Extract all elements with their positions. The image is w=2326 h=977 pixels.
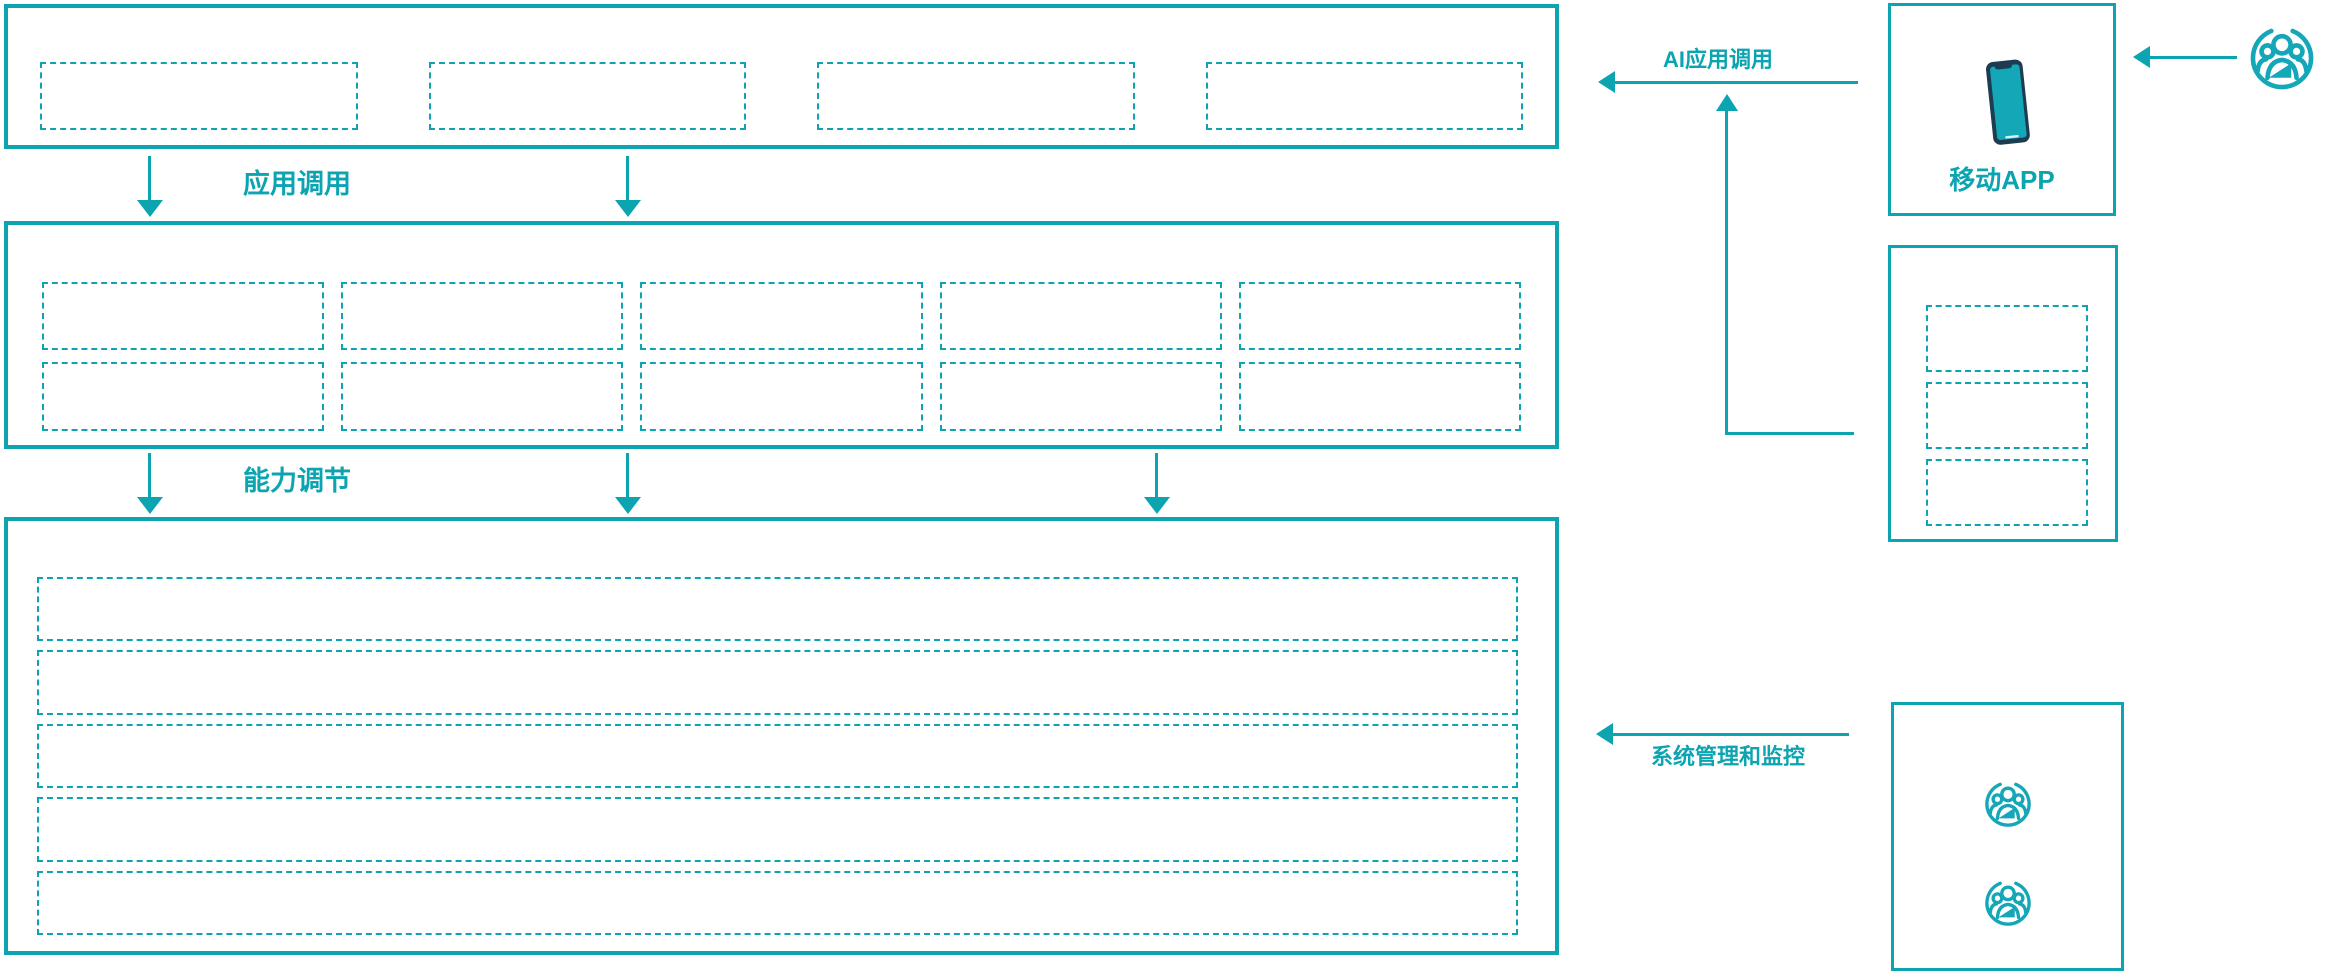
placeholder-box (1926, 459, 2088, 526)
placeholder-box (40, 62, 358, 130)
user-arrowhead (2133, 46, 2150, 68)
placeholder-box (37, 723, 1518, 789)
placeholder-box (640, 282, 923, 350)
ai-app-call-arrowhead (1598, 71, 1615, 93)
placeholder-box (1238, 282, 1522, 350)
right-panel-box (1888, 245, 2118, 542)
app-call-arrow-line-1 (148, 156, 151, 200)
top-layer-box (4, 4, 1559, 149)
middle-layer-placeholder-row-1 (42, 282, 1522, 350)
placeholder-box (1238, 362, 1522, 431)
capability-arrowhead-3 (1144, 497, 1170, 514)
middle-layer-placeholder-row-2 (42, 362, 1522, 431)
ai-app-call-label: AI应用调用 (1663, 47, 1774, 72)
placeholder-box (42, 282, 325, 350)
placeholder-box (939, 362, 1222, 431)
app-call-arrowhead-2 (615, 200, 641, 217)
admin-box (1891, 702, 2124, 971)
capability-adjust-label: 能力调节 (243, 466, 351, 496)
app-call-arrow-line-2 (626, 156, 629, 200)
placeholder-box (42, 362, 325, 431)
user-arrow-line (2149, 56, 2237, 59)
right-panel-up-arrow-hline (1725, 432, 1854, 435)
placeholder-box (341, 362, 624, 431)
app-call-label: 应用调用 (243, 169, 351, 199)
placeholder-box (37, 577, 1518, 642)
smartphone-icon (1984, 58, 2032, 148)
user-group-icon (2249, 25, 2315, 91)
bottom-layer-box (4, 517, 1559, 955)
top-layer-placeholder-row (40, 62, 1523, 130)
user-group-icon (1984, 780, 2032, 828)
right-panel-placeholder-stack (1926, 305, 2088, 526)
placeholder-box (37, 797, 1518, 862)
mobile-app-label: 移动APP (1949, 165, 2055, 195)
placeholder-box (341, 282, 624, 350)
capability-arrowhead-2 (615, 497, 641, 514)
placeholder-box (1205, 62, 1523, 130)
placeholder-box (37, 870, 1518, 936)
system-monitor-arrow-line (1612, 733, 1849, 736)
placeholder-box (1926, 305, 2088, 372)
placeholder-box (37, 650, 1518, 715)
placeholder-box (817, 62, 1135, 130)
right-panel-up-arrowhead (1716, 94, 1738, 111)
capability-arrow-line-2 (626, 453, 629, 497)
placeholder-box (640, 362, 923, 431)
capability-arrow-line-3 (1155, 453, 1158, 497)
bottom-layer-placeholder-stack (37, 577, 1518, 936)
mobile-app-box: 移动APP (1888, 3, 2116, 216)
capability-arrow-line-1 (148, 453, 151, 497)
right-panel-up-arrow-vline (1725, 109, 1728, 434)
system-monitor-arrowhead (1596, 723, 1613, 745)
ai-app-call-arrow-line (1614, 81, 1858, 84)
app-call-arrowhead-1 (137, 200, 163, 217)
placeholder-box (428, 62, 746, 130)
middle-layer-box (4, 221, 1559, 449)
system-monitor-label: 系统管理和监控 (1651, 744, 1806, 769)
placeholder-box (939, 282, 1222, 350)
capability-arrowhead-1 (137, 497, 163, 514)
placeholder-box (1926, 382, 2088, 449)
user-group-icon (1984, 879, 2032, 927)
